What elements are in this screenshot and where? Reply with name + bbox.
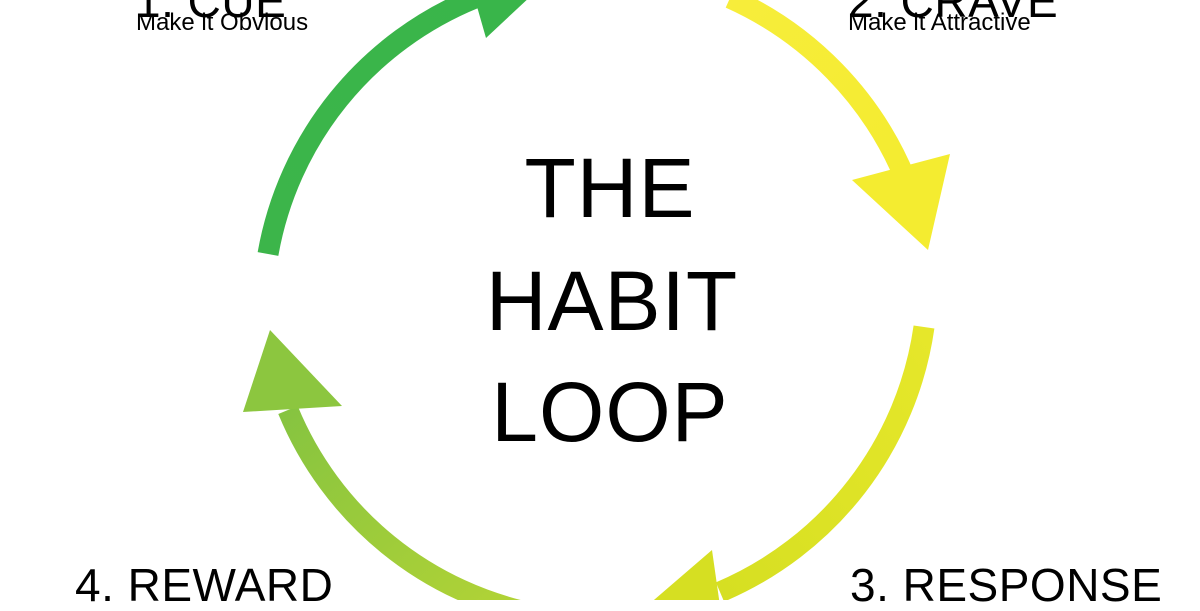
center-title-line-1: THE <box>524 141 696 235</box>
stage-title-response: 3. RESPONSE <box>850 559 1163 611</box>
stage-subtitle-crave: Make it Attractive <box>848 9 1031 36</box>
stage-title-cue: 1. CUE <box>135 0 287 27</box>
cue-arrow <box>257 0 527 256</box>
crave-arrow <box>725 0 950 250</box>
center-title-line-3: LOOP <box>491 365 729 459</box>
crave-arrowhead-icon <box>852 154 950 250</box>
cue-arrowhead-icon <box>475 0 527 38</box>
stage-subtitle-cue: Make it Obvious <box>136 9 309 36</box>
response-arrowhead-icon <box>653 550 720 600</box>
response-arrow <box>653 325 935 600</box>
reward-arrowhead-icon <box>243 330 342 412</box>
crave-arc <box>725 0 915 183</box>
cue-arc <box>257 0 479 256</box>
center-title-line-2: HABIT <box>485 254 739 348</box>
response-arc <box>715 325 935 600</box>
stage-title-reward: 4. REWARD <box>75 559 334 611</box>
stage-title-crave: 2. CRAVE <box>848 0 1059 27</box>
reward-arrow <box>243 330 522 600</box>
reward-arc <box>278 406 522 600</box>
